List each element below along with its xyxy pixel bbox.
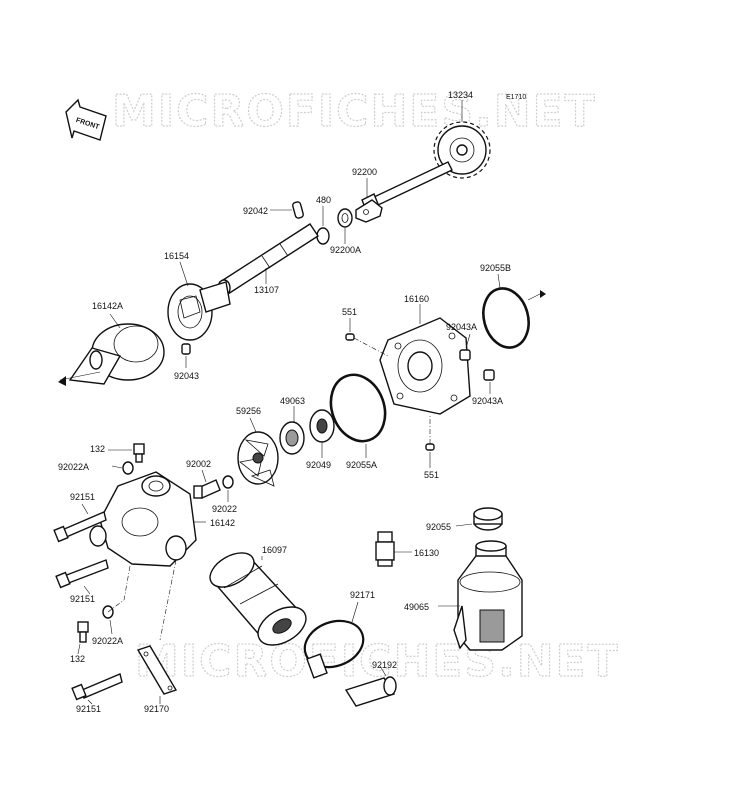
seal-49063 xyxy=(279,421,305,455)
label-480: 480 xyxy=(316,195,331,205)
oring-92055A xyxy=(329,373,387,443)
dowel-92043A-upper xyxy=(459,349,471,361)
label-16097: 16097 xyxy=(262,545,287,555)
label-92043A-upper: 92043A xyxy=(446,322,477,332)
plate-92200 xyxy=(355,199,383,223)
label-92192: 92192 xyxy=(372,660,397,670)
bolt-92151-upper xyxy=(53,511,107,543)
rotor-16154 xyxy=(167,281,231,341)
label-59256: 59256 xyxy=(236,406,261,416)
label-551-lower: 551 xyxy=(424,470,439,480)
bearing-92049 xyxy=(309,409,335,443)
label-92055B: 92055B xyxy=(480,263,511,273)
label-92200: 92200 xyxy=(352,167,377,177)
washer-92022 xyxy=(222,475,234,489)
label-16142A: 16142A xyxy=(92,301,123,311)
label-92055: 92055 xyxy=(426,522,451,532)
label-16154: 16154 xyxy=(164,251,189,261)
front-arrow-icon: FRONT xyxy=(65,98,107,141)
fitting-16130 xyxy=(375,531,395,567)
label-92049: 92049 xyxy=(306,460,331,470)
diagram-code: E1710 xyxy=(506,94,526,101)
bolt-132-upper xyxy=(133,443,145,463)
label-92022A-upper: 92022A xyxy=(58,462,89,472)
pin-92042 xyxy=(292,201,304,219)
dowel-92043A-lower xyxy=(483,369,495,381)
dowel-551-upper xyxy=(345,333,355,341)
label-92055A: 92055A xyxy=(346,460,377,470)
dowel-92043 xyxy=(181,343,191,355)
label-92151-lower: 92151 xyxy=(76,704,101,714)
label-13234: 13234 xyxy=(448,90,473,100)
oring-92055 xyxy=(473,507,503,531)
watermark-top: MICROFICHES.NET xyxy=(112,86,597,137)
label-16142: 16142 xyxy=(210,518,235,528)
label-92151-upper: 92151 xyxy=(70,492,95,502)
sleeve-92192 xyxy=(344,676,397,707)
housing-16142A xyxy=(58,323,165,386)
label-49063: 49063 xyxy=(280,396,305,406)
label-92200A: 92200A xyxy=(330,245,361,255)
label-49065: 49065 xyxy=(404,602,429,612)
label-16160: 16160 xyxy=(404,294,429,304)
label-92022A-lower: 92022A xyxy=(92,636,123,646)
label-92043A-lower: 92043A xyxy=(472,396,503,406)
bolt-92002 xyxy=(193,479,221,499)
impeller-59256 xyxy=(237,431,279,487)
label-92043: 92043 xyxy=(174,371,199,381)
strainer-49065 xyxy=(453,540,523,651)
watermark-bottom: MICROFICHES.NET xyxy=(135,636,620,687)
cover-16160 xyxy=(379,317,471,415)
label-551-upper: 551 xyxy=(342,307,357,317)
label-92171: 92171 xyxy=(350,590,375,600)
oring-92055B xyxy=(482,287,530,349)
label-92022: 92022 xyxy=(212,504,237,514)
label-16130: 16130 xyxy=(414,548,439,558)
label-92042: 92042 xyxy=(243,206,268,216)
label-92002: 92002 xyxy=(186,459,211,469)
label-13107: 13107 xyxy=(254,285,279,295)
bolt-92151-middle xyxy=(55,559,109,589)
label-92170: 92170 xyxy=(144,704,169,714)
label-132-lower: 132 xyxy=(70,654,85,664)
bracket-92170 xyxy=(136,645,178,695)
label-92151-middle: 92151 xyxy=(70,594,95,604)
bolt-132-lower xyxy=(77,621,89,643)
clamp-92171 xyxy=(303,619,365,679)
oil-filter-16097 xyxy=(209,552,307,646)
washer-92200A xyxy=(337,208,353,228)
label-132-upper: 132 xyxy=(90,444,105,454)
bolt-92151-lower xyxy=(71,673,123,701)
dowel-551-lower xyxy=(425,443,435,451)
washer-92022A-upper xyxy=(122,461,134,475)
